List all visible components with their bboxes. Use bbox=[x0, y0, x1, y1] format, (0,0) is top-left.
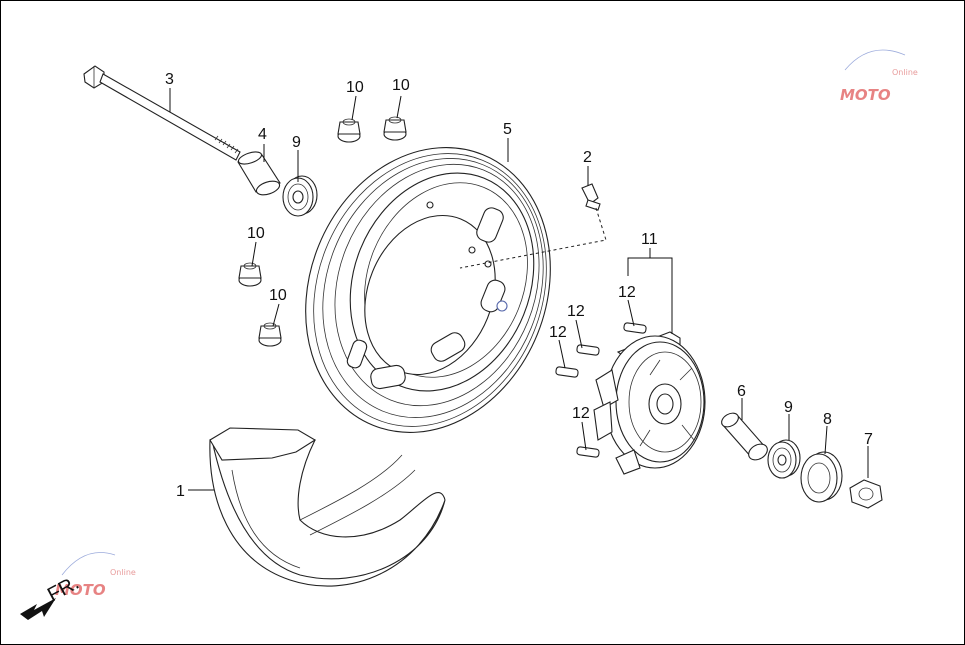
bearing-left bbox=[282, 175, 318, 217]
callout-2: 2 bbox=[583, 149, 592, 166]
flange-nut-4 bbox=[258, 322, 282, 347]
svg-text:Online: Online bbox=[892, 68, 918, 77]
wheel-hub bbox=[593, 331, 706, 475]
bearing-right bbox=[767, 439, 801, 479]
tire bbox=[209, 427, 446, 587]
axle-shaft bbox=[83, 65, 241, 161]
callout-11: 11 bbox=[641, 231, 658, 248]
axle-nut bbox=[849, 479, 883, 509]
flange-nut-2 bbox=[383, 116, 407, 141]
callout-12-b: 12 bbox=[567, 303, 585, 320]
callout-10-a: 10 bbox=[346, 79, 364, 96]
callout-6: 6 bbox=[737, 383, 746, 400]
wheel-rim bbox=[305, 147, 551, 433]
stud-bolt-2 bbox=[576, 344, 600, 356]
svg-text:Online: Online bbox=[110, 568, 136, 577]
callout-labels: 3 4 9 10 10 10 10 5 2 11 12 12 12 12 6 9… bbox=[165, 71, 873, 500]
front-direction-arrow: FR. bbox=[20, 572, 83, 620]
svg-text:MOTO: MOTO bbox=[840, 86, 891, 104]
callout-1: 1 bbox=[176, 483, 185, 500]
stud-bolt-1 bbox=[623, 322, 647, 334]
oil-seal bbox=[800, 451, 843, 503]
svg-text:MOTO: MOTO bbox=[55, 581, 106, 599]
callout-12-a: 12 bbox=[618, 284, 636, 301]
callout-12-d: 12 bbox=[572, 405, 590, 422]
stud-bolt-4 bbox=[576, 446, 600, 458]
callout-4: 4 bbox=[258, 126, 267, 143]
callout-10-d: 10 bbox=[269, 287, 287, 304]
direction-label: FR. bbox=[44, 572, 83, 607]
callout-10-c: 10 bbox=[247, 225, 265, 242]
leader-lines bbox=[169, 88, 869, 491]
spacer-collar bbox=[237, 151, 281, 196]
callout-3: 3 bbox=[165, 71, 174, 88]
watermark-top-right: MOTO Online bbox=[840, 49, 918, 104]
callout-9-right: 9 bbox=[784, 399, 793, 416]
callout-7: 7 bbox=[864, 431, 873, 448]
callout-9-left: 9 bbox=[292, 134, 301, 151]
watermark-bottom-left: MOTO Online bbox=[55, 552, 136, 599]
tire-valve bbox=[581, 183, 601, 211]
callout-8: 8 bbox=[823, 411, 832, 428]
stud-bolt-3 bbox=[555, 366, 579, 378]
flange-nut-3 bbox=[238, 262, 262, 287]
flange-nut-1 bbox=[337, 118, 361, 143]
callout-10-b: 10 bbox=[392, 77, 410, 94]
valve-guide-line bbox=[459, 207, 607, 269]
hub-spacer bbox=[721, 412, 768, 461]
callout-5: 5 bbox=[503, 121, 512, 138]
callout-12-c: 12 bbox=[549, 324, 567, 341]
